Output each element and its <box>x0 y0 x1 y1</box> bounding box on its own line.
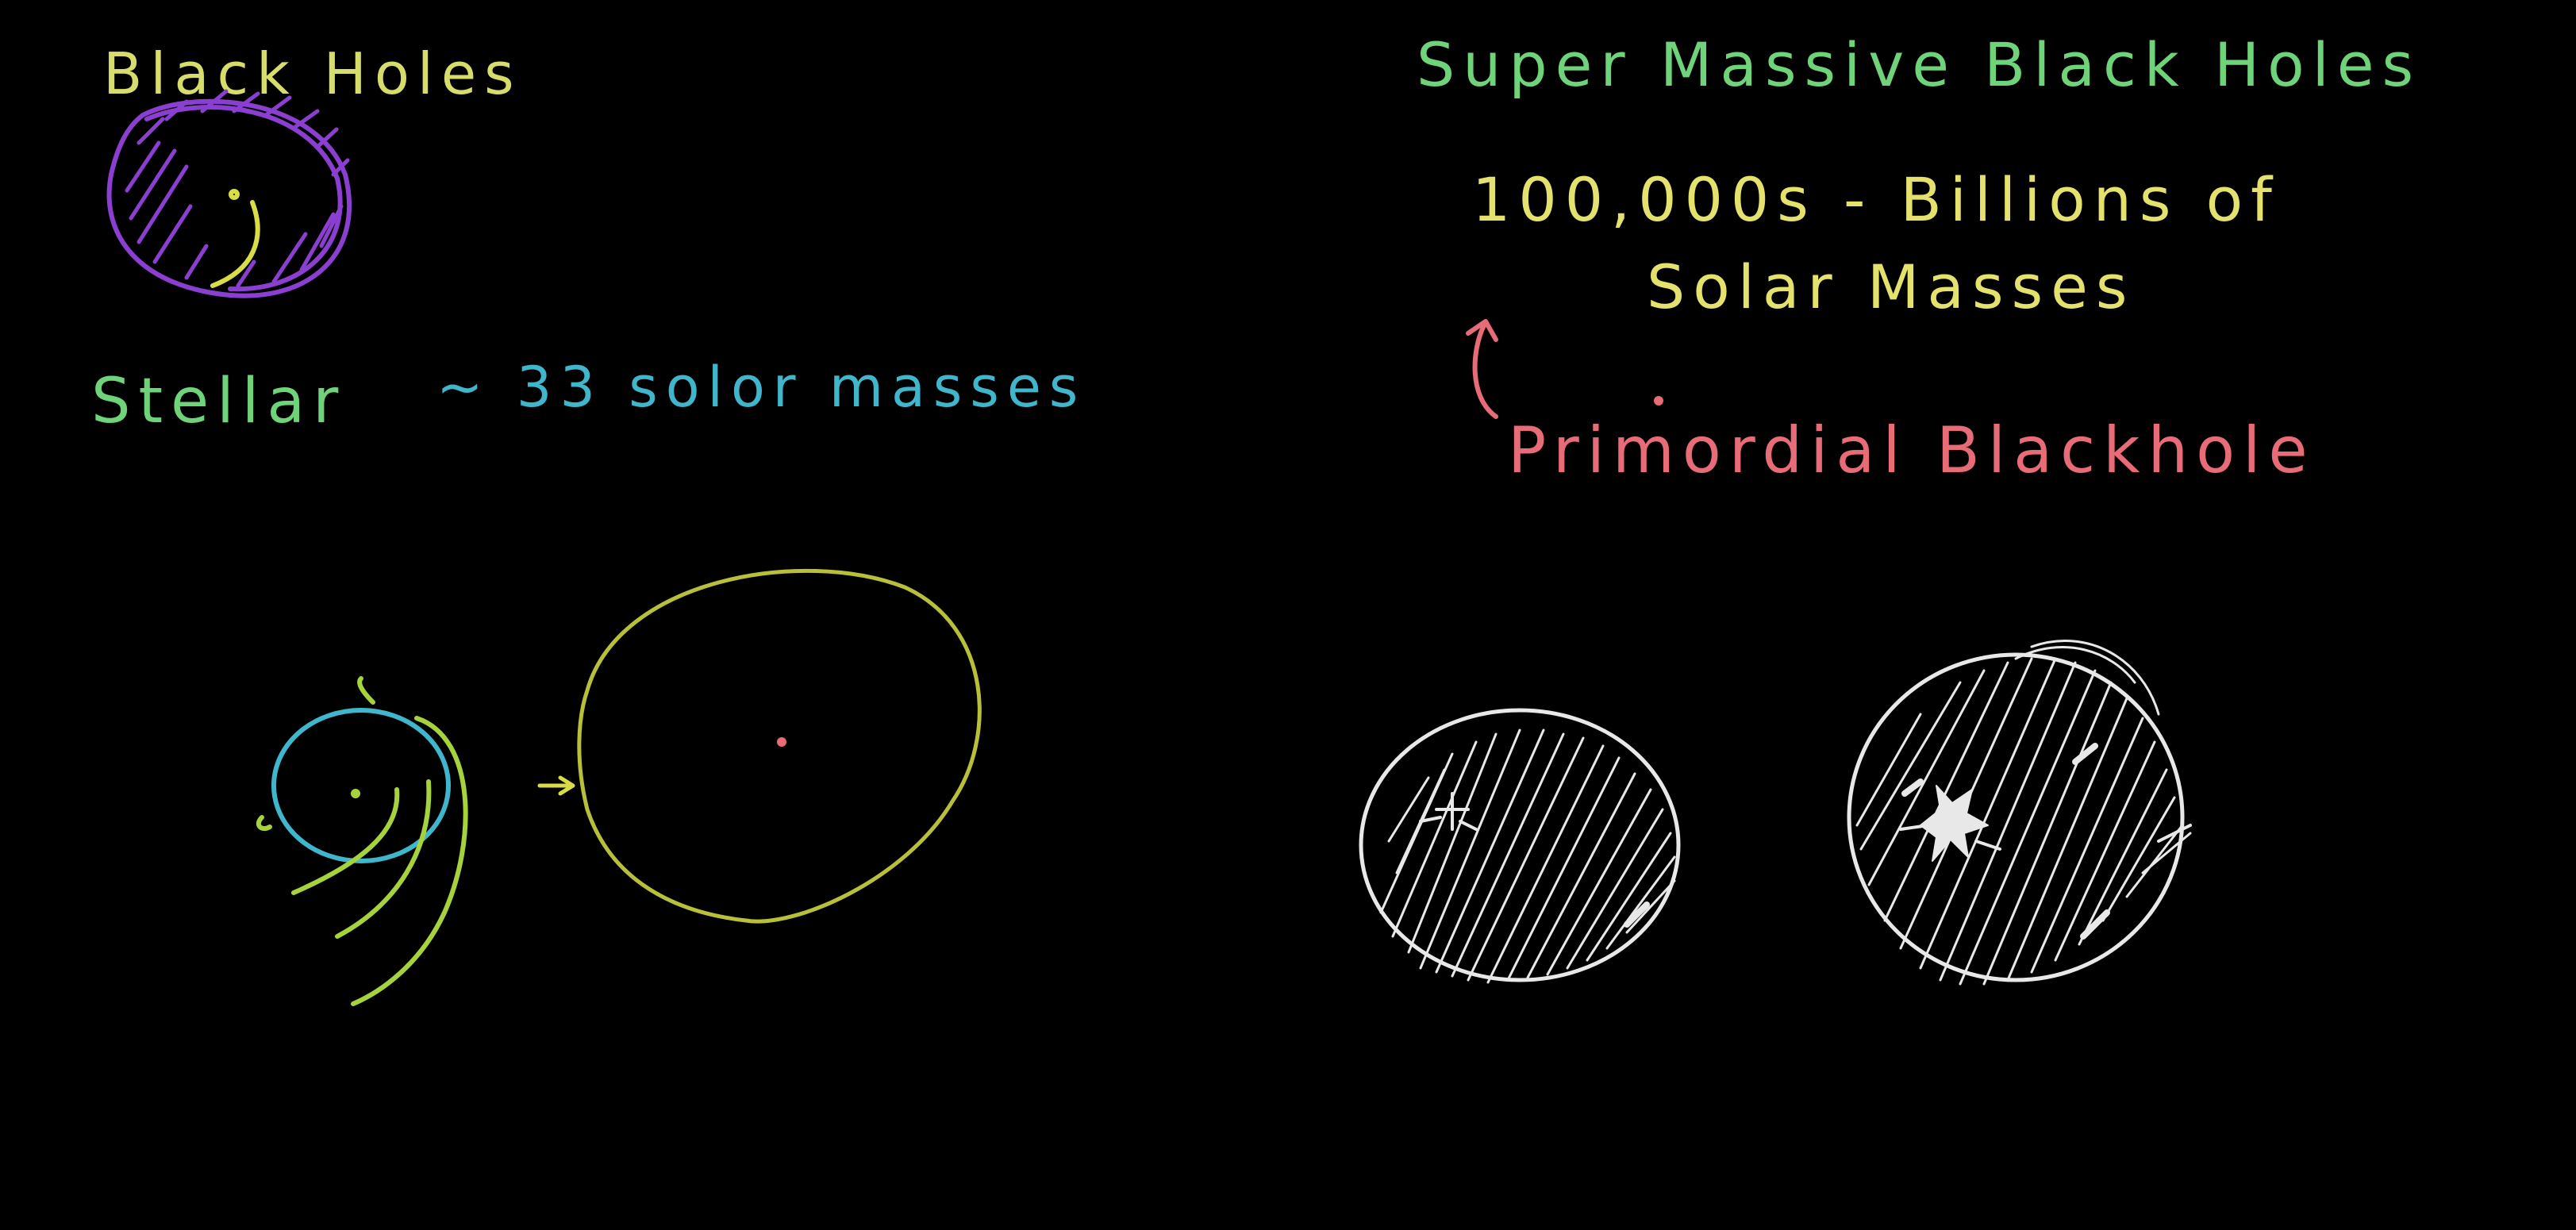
stellar-mass-label: ~ 33 solor masses <box>436 355 1086 420</box>
stellar-black-hole-sketch <box>577 568 982 924</box>
white-sphere-left <box>1359 708 1681 984</box>
stellar-label: Stellar <box>91 366 346 437</box>
white-sphere-right <box>1847 640 2192 986</box>
supermassive-heading: Super Massive Black Holes <box>1417 29 2421 100</box>
sphere-right-hatching <box>1855 640 2192 986</box>
event-horizon-oval <box>577 568 982 924</box>
black-hole-sketch <box>106 89 352 298</box>
black-hole-hatching <box>125 89 350 288</box>
sphere-left-hatching <box>1379 728 1676 984</box>
black-holes-heading: Black Holes <box>103 40 522 107</box>
singularity-dot <box>777 737 786 747</box>
arrow-right-icon <box>537 775 575 796</box>
mass-range-label: 100,000s - Billions of <box>1472 164 2280 235</box>
black-hole-face <box>210 189 260 288</box>
sphere-right-flare <box>1899 785 2001 862</box>
collapsing-star-sketch <box>256 676 468 1006</box>
primordial-blackhole-label: Primordial Blackhole <box>1508 413 2316 487</box>
arrow-up-icon <box>1466 319 1663 419</box>
collapse-swirls <box>256 676 468 1006</box>
solar-masses-label: Solar Masses <box>1647 252 2136 322</box>
collapsing-star-circle <box>271 708 451 863</box>
sphere-left-sparkle <box>1419 792 1478 831</box>
sphere-right-highlights <box>1901 743 2110 940</box>
